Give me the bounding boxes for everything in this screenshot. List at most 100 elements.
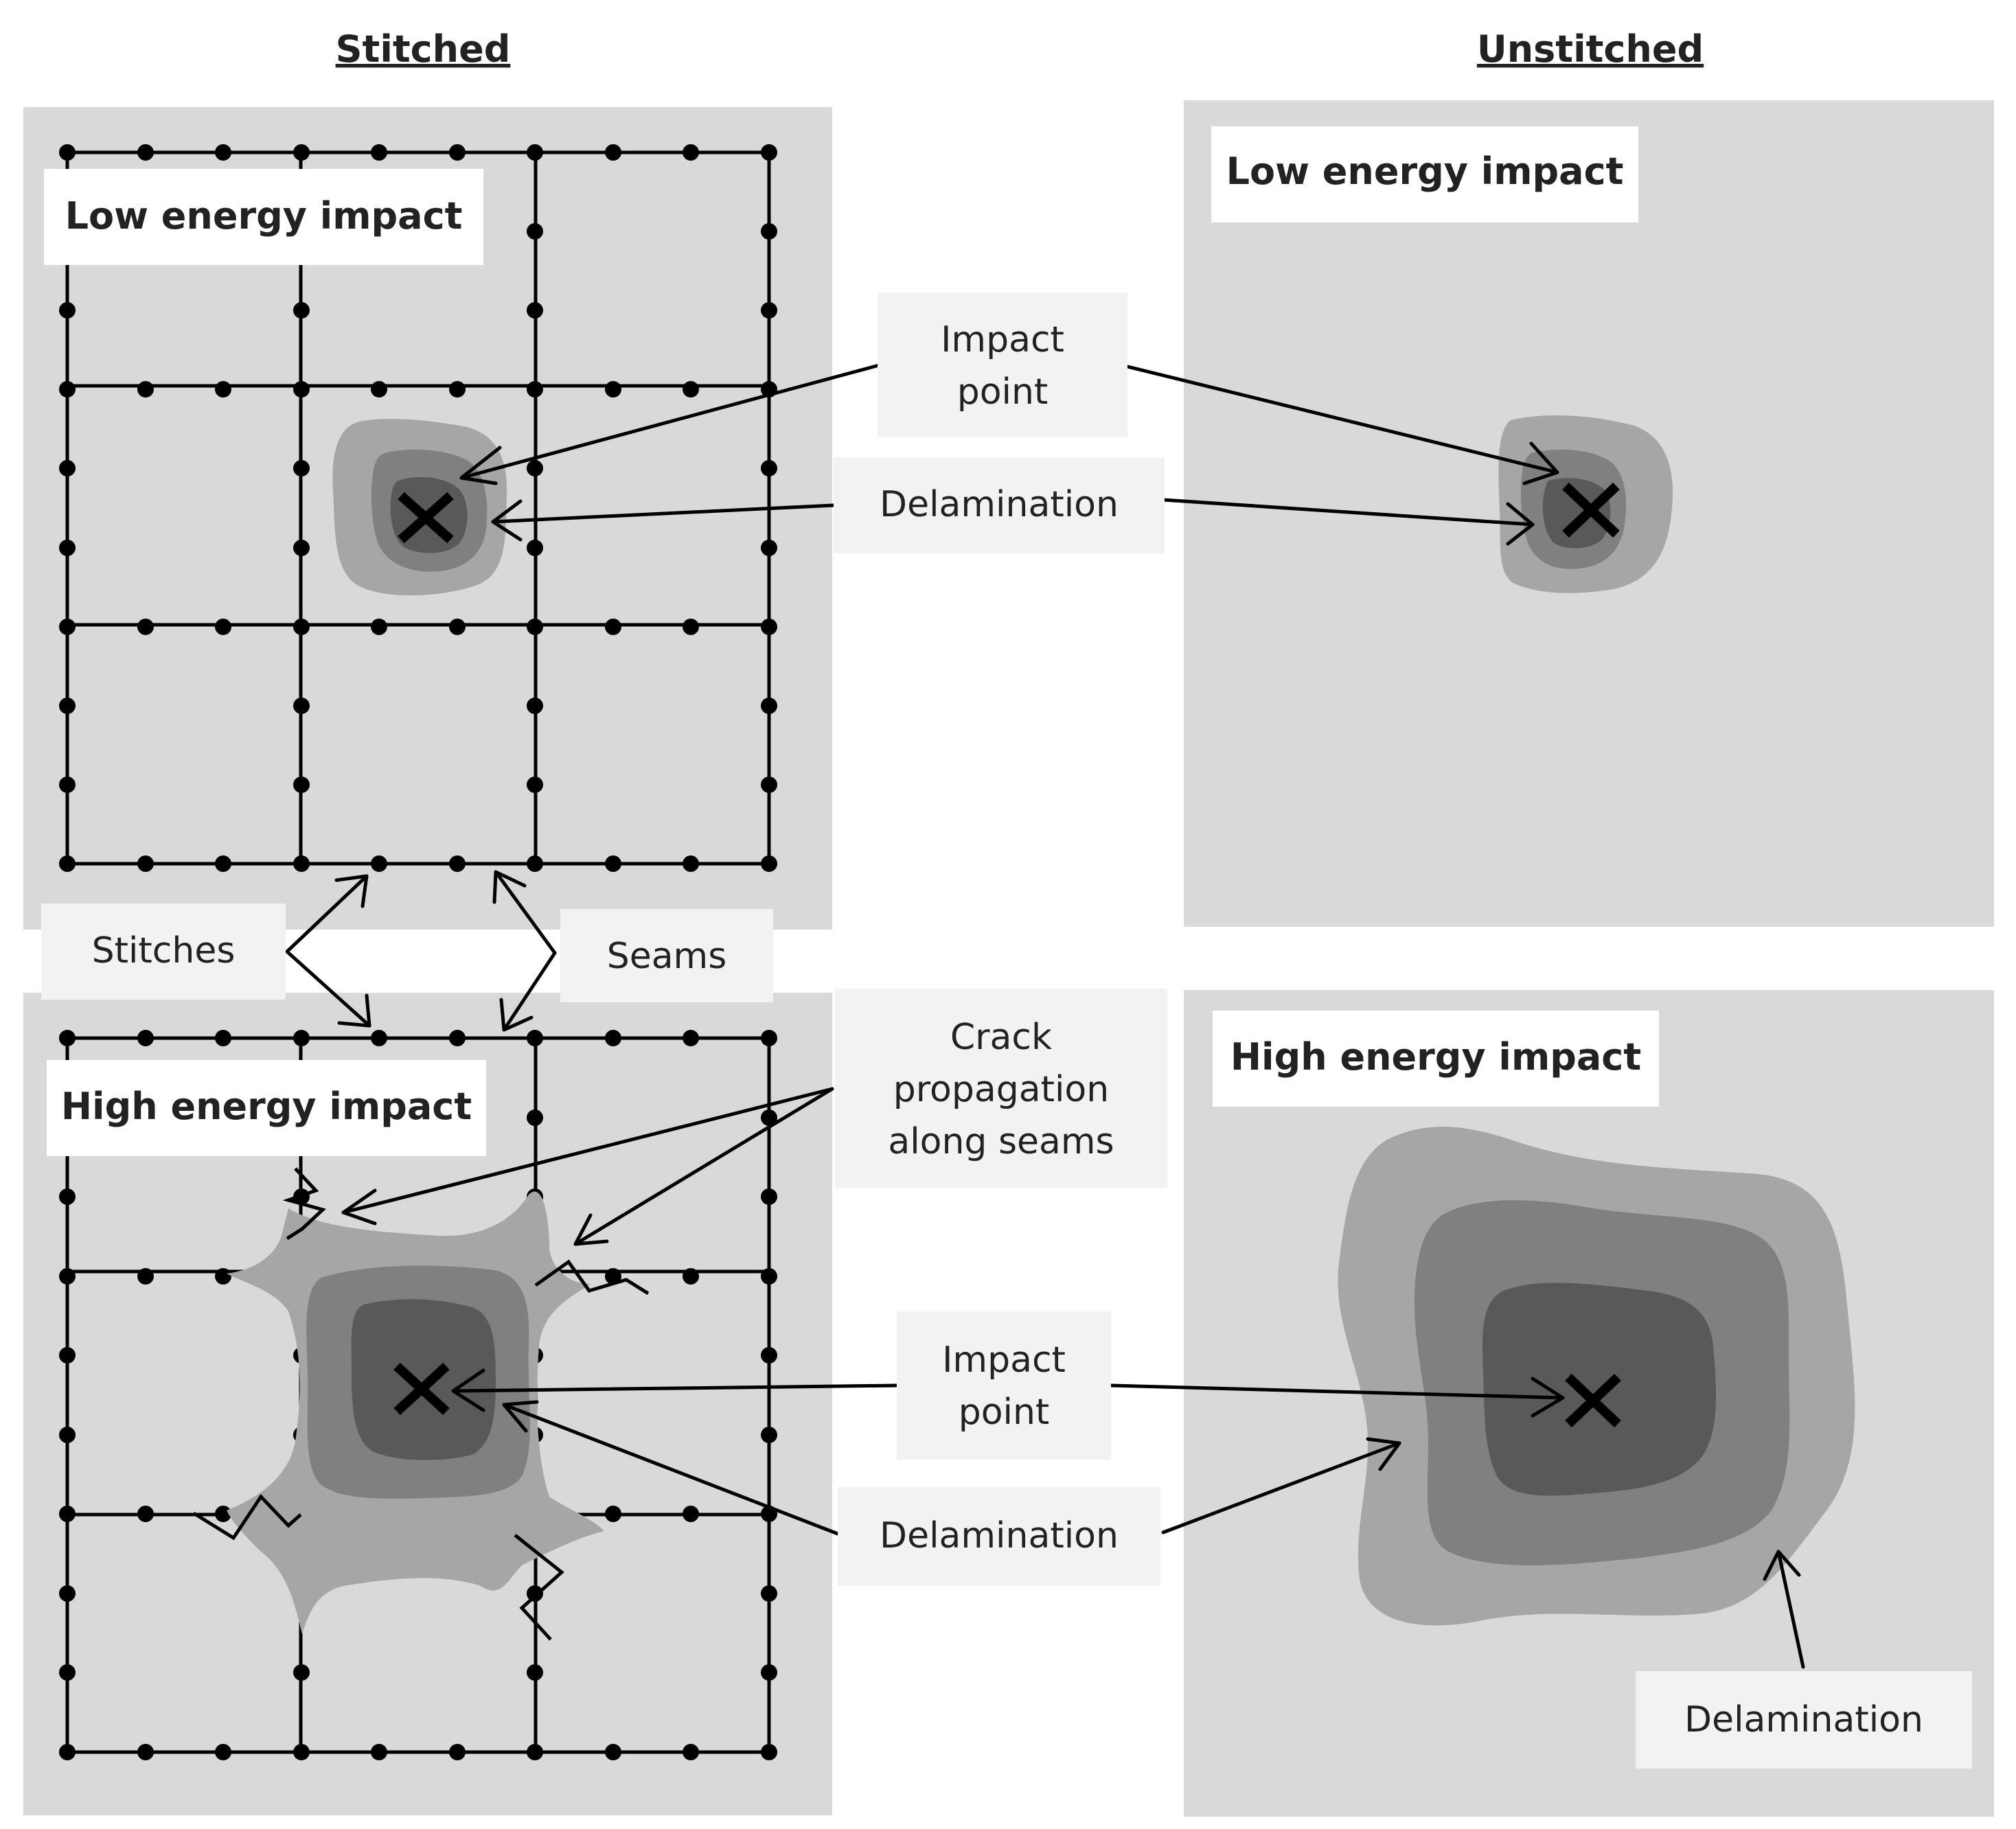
stitch-dot: [683, 1506, 699, 1522]
stitch-dot: [683, 144, 699, 161]
stitch-dot: [605, 855, 621, 872]
stitch-dot: [59, 460, 76, 476]
stitch-dot: [527, 698, 543, 714]
svg-text:Seams: Seams: [607, 936, 727, 977]
stitch-dot: [293, 777, 310, 793]
stitch-dot: [137, 1268, 154, 1285]
stitch-dot: [605, 1506, 621, 1522]
stitch-dot: [59, 381, 76, 398]
stitch-dot: [137, 1030, 154, 1046]
stitch-dot: [215, 619, 231, 635]
stitch-dot: [59, 619, 76, 635]
label-delamination-right: Delamination: [1636, 1671, 1972, 1769]
title-box-stitched-low: [44, 169, 483, 265]
stitch-dot: [59, 1585, 76, 1602]
stitch-dot: [137, 855, 154, 872]
stitch-dot: [59, 302, 76, 319]
stitch-dot: [293, 1744, 310, 1760]
stitch-dot: [683, 619, 699, 635]
label-seams: Seams: [560, 909, 773, 1002]
stitch-dot: [293, 1030, 310, 1046]
stitch-dot: [371, 855, 387, 872]
stitch-dot: [293, 460, 310, 476]
stitch-dot: [761, 460, 777, 476]
panel-unstitched-high: High energy impact: [1184, 990, 1994, 1817]
label-crack-propagation: Crack propagation along seams: [835, 989, 1167, 1188]
panel-stitched-high: High energy impact: [23, 993, 832, 1815]
svg-text:point: point: [959, 1392, 1050, 1433]
stitch-dot: [761, 1030, 777, 1046]
stitch-dot: [59, 777, 76, 793]
stitch-dot: [59, 855, 76, 872]
stitch-dot: [527, 223, 543, 240]
stitch-dot: [215, 381, 231, 398]
stitch-dot: [683, 855, 699, 872]
svg-text:Impact: Impact: [941, 319, 1064, 360]
stitch-dot: [527, 144, 543, 161]
label-delamination-top: Delamination: [834, 457, 1165, 553]
stitch-dot: [605, 619, 621, 635]
title-unstitched-high: High energy impact: [1230, 1035, 1641, 1079]
stitch-dot: [761, 1268, 777, 1285]
stitch-dot: [293, 144, 310, 161]
stitch-dot: [59, 144, 76, 161]
impact-point-unstitched-low: [1562, 482, 1620, 538]
stitch-dot: [761, 144, 777, 161]
title-box-unstitched-low: [1211, 126, 1638, 222]
stitch-dot: [527, 1030, 543, 1046]
panel-stitched-low: Low energy impact: [23, 107, 832, 930]
stitch-dot: [293, 302, 310, 319]
stitch-dot: [683, 1744, 699, 1760]
seam-grid-top: [65, 150, 771, 866]
stitch-dot: [371, 381, 387, 398]
stitch-dot: [527, 460, 543, 476]
delamination-unstitched-high: [1338, 1127, 1855, 1626]
seam-grid-bottom: [65, 1036, 771, 1754]
stitch-dot: [527, 1744, 543, 1760]
stitch-dot: [137, 144, 154, 161]
svg-text:Delamination: Delamination: [1684, 1699, 1923, 1740]
stitch-dot: [605, 144, 621, 161]
leader-arrows: [285, 363, 1805, 1669]
stitch-dot: [59, 1664, 76, 1681]
stitch-dot: [449, 381, 466, 398]
stitch-dot: [371, 144, 387, 161]
stitch-dot: [449, 1744, 466, 1760]
stitch-dot: [527, 302, 543, 319]
svg-text:Crack: Crack: [950, 1017, 1052, 1058]
svg-text:along seams: along seams: [888, 1121, 1114, 1162]
impact-point-stitched-low: [398, 492, 454, 544]
stitch-dot: [683, 1268, 699, 1285]
stitch-dot: [761, 698, 777, 714]
svg-text:Impact: Impact: [942, 1339, 1066, 1381]
stitch-dot: [761, 1427, 777, 1443]
stitch-dot: [761, 1109, 777, 1126]
stitch-dot: [59, 698, 76, 714]
stitch-dot: [527, 381, 543, 398]
title-stitched-high: High energy impact: [61, 1085, 472, 1128]
stitch-dot: [293, 619, 310, 635]
stitch-dot: [761, 777, 777, 793]
svg-text:Delamination: Delamination: [880, 1515, 1119, 1556]
stitch-dot: [59, 1744, 76, 1760]
stitch-dot: [683, 1030, 699, 1046]
svg-text:point: point: [957, 371, 1049, 413]
stitch-dot: [371, 1030, 387, 1046]
stitch-dot: [59, 1506, 76, 1522]
stitch-dot: [293, 855, 310, 872]
stitch-dot: [761, 1347, 777, 1364]
stitch-dot: [683, 381, 699, 398]
stitch-dot: [59, 1188, 76, 1205]
stitch-dot: [137, 1506, 154, 1522]
stitch-dot: [59, 1268, 76, 1285]
stitch-dot: [449, 1030, 466, 1046]
stitch-dot: [761, 1744, 777, 1760]
stitch-dot: [293, 381, 310, 398]
stitch-dot: [527, 1109, 543, 1126]
stitch-dot: [605, 1744, 621, 1760]
stitch-dot: [293, 1664, 310, 1681]
stitch-dot: [215, 855, 231, 872]
stitch-dot: [527, 619, 543, 635]
crack-lines: [192, 1167, 650, 1641]
